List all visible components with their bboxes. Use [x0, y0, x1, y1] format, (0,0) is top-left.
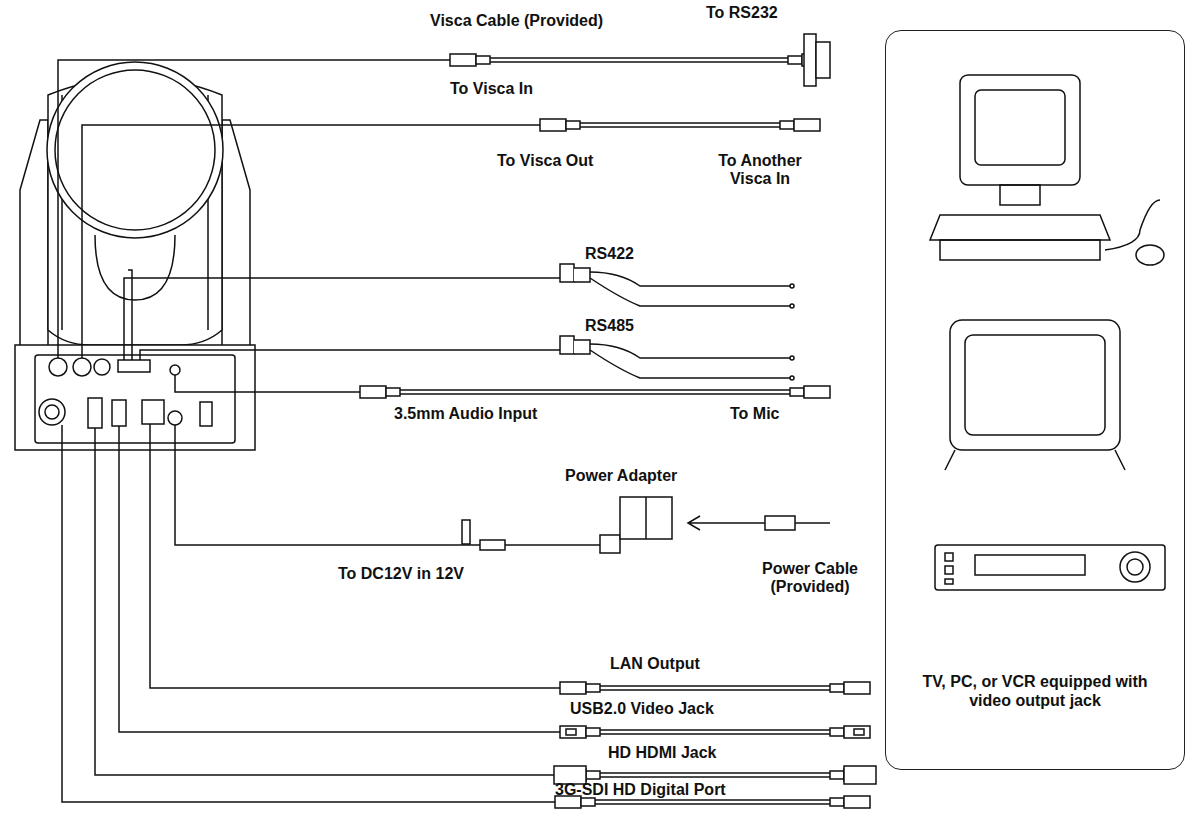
cable-part	[830, 684, 844, 692]
cable-part	[816, 42, 830, 78]
cable-label: To Mic	[730, 405, 779, 423]
cable-part	[790, 356, 794, 360]
cable-part	[360, 386, 386, 398]
cable-part	[795, 522, 830, 524]
cable-part	[595, 799, 830, 801]
cable-part	[586, 771, 600, 779]
cable-part	[540, 119, 566, 131]
cable-label: USB2.0 Video Jack	[570, 700, 714, 718]
cable-part	[600, 685, 830, 687]
cable-part	[844, 726, 870, 738]
cable-part	[794, 119, 820, 131]
cable-part	[490, 61, 788, 63]
cable-part	[480, 540, 505, 550]
cable-label: LAN Output	[610, 655, 700, 673]
cable-label: To RS232	[706, 4, 778, 22]
cable-part	[688, 516, 765, 530]
cable-part	[505, 544, 600, 546]
cable-label: HD HDMI Jack	[608, 744, 716, 762]
cable-part	[580, 122, 780, 124]
cable-part	[790, 388, 804, 396]
cable-part	[574, 268, 590, 282]
cable-label: RS422	[585, 245, 634, 263]
cable-part	[580, 126, 780, 128]
cable-label: To Another Visca In	[700, 152, 820, 188]
cable-part	[600, 535, 620, 553]
cable-part	[581, 798, 595, 806]
cable-part	[400, 393, 790, 395]
cable-part	[400, 389, 790, 391]
cable-part	[844, 682, 870, 694]
cable-part	[574, 340, 590, 354]
cable-part	[590, 344, 790, 358]
cable-label: To Visca In	[450, 80, 533, 98]
cable-part	[830, 771, 844, 779]
cable-part	[620, 497, 672, 539]
cable-part	[566, 121, 580, 129]
cable-part	[586, 728, 600, 736]
cable-part	[844, 766, 876, 784]
cable-part	[830, 798, 844, 806]
cable-part	[590, 278, 790, 306]
cable-part	[386, 388, 400, 396]
cable-part	[790, 284, 794, 288]
cable-label: Visca Cable (Provided)	[430, 12, 603, 30]
cable-part	[854, 729, 864, 735]
cable-part	[600, 776, 830, 778]
cable-part	[490, 57, 788, 59]
cable-part	[780, 121, 794, 129]
cable-part	[804, 386, 830, 398]
cable-part	[600, 772, 830, 774]
cable-part	[645, 497, 647, 539]
cable-part	[476, 56, 490, 64]
cable-part	[586, 684, 600, 692]
cable-part	[844, 796, 870, 808]
cable-part	[560, 682, 586, 694]
cable-label: Power Adapter	[565, 467, 677, 485]
cable-label: Power Cable (Provided)	[745, 560, 875, 596]
cable-part	[790, 376, 794, 380]
cable-part	[560, 726, 586, 738]
cable-label: 3.5mm Audio Input	[394, 405, 537, 423]
cable-part	[590, 350, 790, 378]
cable-label: To DC12V in 12V	[338, 565, 464, 583]
cable-part	[830, 728, 844, 736]
cable-part	[788, 56, 802, 64]
cable-part	[790, 304, 794, 308]
cable-part	[560, 264, 574, 282]
cable-part	[566, 729, 576, 735]
cable-label: 3G-SDI HD Digital Port	[555, 781, 726, 799]
device-panel: TV, PC, or VCR equipped with video outpu…	[885, 30, 1185, 770]
cable-part	[600, 689, 830, 691]
cable-part	[590, 272, 790, 286]
cable-part	[450, 54, 476, 66]
cable-label: To Visca Out	[497, 152, 593, 170]
cable-part	[600, 729, 830, 731]
cable-part	[462, 520, 470, 544]
cable-part	[765, 516, 795, 530]
panel-caption: TV, PC, or VCR equipped with video outpu…	[886, 672, 1184, 710]
cable-label: RS485	[585, 317, 634, 335]
cable-part	[804, 34, 816, 86]
cable-part	[560, 336, 574, 354]
cable-part	[600, 733, 830, 735]
cable-part	[595, 803, 830, 805]
